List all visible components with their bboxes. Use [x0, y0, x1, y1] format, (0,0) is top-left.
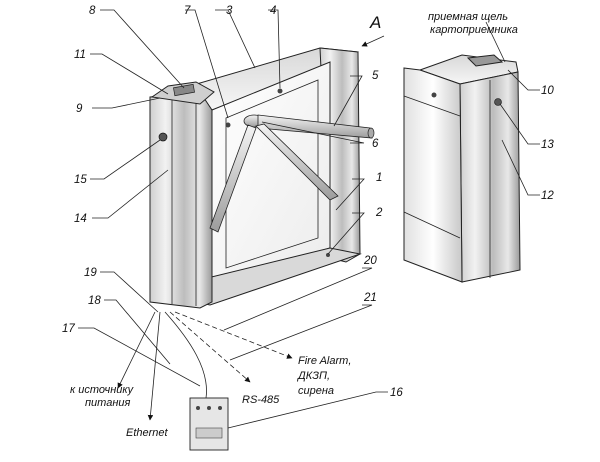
label-10: 10 — [541, 85, 554, 97]
label-14: 14 — [74, 213, 87, 225]
view-a-label: A — [369, 13, 381, 32]
cables — [117, 311, 293, 421]
label-4: 4 — [270, 5, 276, 17]
screw-7 — [225, 122, 231, 128]
label-9: 9 — [76, 103, 83, 115]
indicator-lamp — [158, 132, 168, 142]
label-18: 18 — [88, 295, 101, 307]
label-2: 2 — [375, 207, 383, 219]
label-15: 15 — [74, 174, 87, 186]
label-5: 5 — [372, 70, 379, 82]
label-20: 20 — [363, 255, 377, 267]
control-panel-body — [189, 397, 229, 451]
side-view-rail-top — [403, 95, 461, 117]
side-view-indicator — [494, 98, 502, 106]
label-1: 1 — [376, 172, 382, 184]
label-16: 16 — [390, 387, 403, 399]
card-slot-label-line1: приемная щель — [428, 11, 508, 23]
turnstile-side-view — [403, 54, 521, 283]
rotor-arm-down-left — [209, 124, 257, 233]
arm-end — [367, 127, 375, 139]
side-view-back — [403, 67, 463, 283]
screw-4 — [277, 88, 283, 94]
label-17: 17 — [62, 323, 75, 335]
turnstile-main-body — [149, 47, 375, 309]
label-12: 12 — [541, 190, 554, 202]
power-label-line1: к источнику — [70, 384, 135, 396]
inner-panel-frame — [225, 79, 319, 269]
card-reader — [173, 83, 195, 97]
side-view-rail-bottom — [403, 211, 461, 239]
label-7: 7 — [184, 5, 191, 17]
label-8: 8 — [89, 5, 96, 17]
control-panel — [189, 397, 229, 451]
label-21: 21 — [363, 292, 377, 304]
fire-label-line3: сирена — [298, 385, 334, 397]
label-13: 13 — [541, 139, 554, 151]
rotor-arm-down-right — [255, 123, 339, 201]
power-label-line2: питания — [85, 397, 130, 409]
left-housing — [149, 91, 213, 309]
card-slot-label-line2: картоприемника — [430, 24, 518, 36]
fire-label-line1: Fire Alarm, — [298, 355, 351, 367]
side-view-reader — [466, 54, 504, 67]
screw-2 — [326, 253, 330, 257]
ethernet-label: Ethernet — [126, 427, 169, 439]
label-3: 3 — [226, 5, 233, 17]
label-6: 6 — [372, 138, 379, 150]
rs485-label: RS-485 — [242, 394, 280, 406]
fire-label-line2: ДКЗП, — [296, 370, 330, 382]
label-11: 11 — [74, 49, 86, 61]
side-view-screw — [431, 92, 437, 98]
part-number-labels: 1 2 3 4 5 6 7 8 9 10 11 12 13 14 15 16 1… — [62, 5, 554, 439]
leader-lines — [78, 9, 540, 429]
label-19: 19 — [84, 267, 97, 279]
